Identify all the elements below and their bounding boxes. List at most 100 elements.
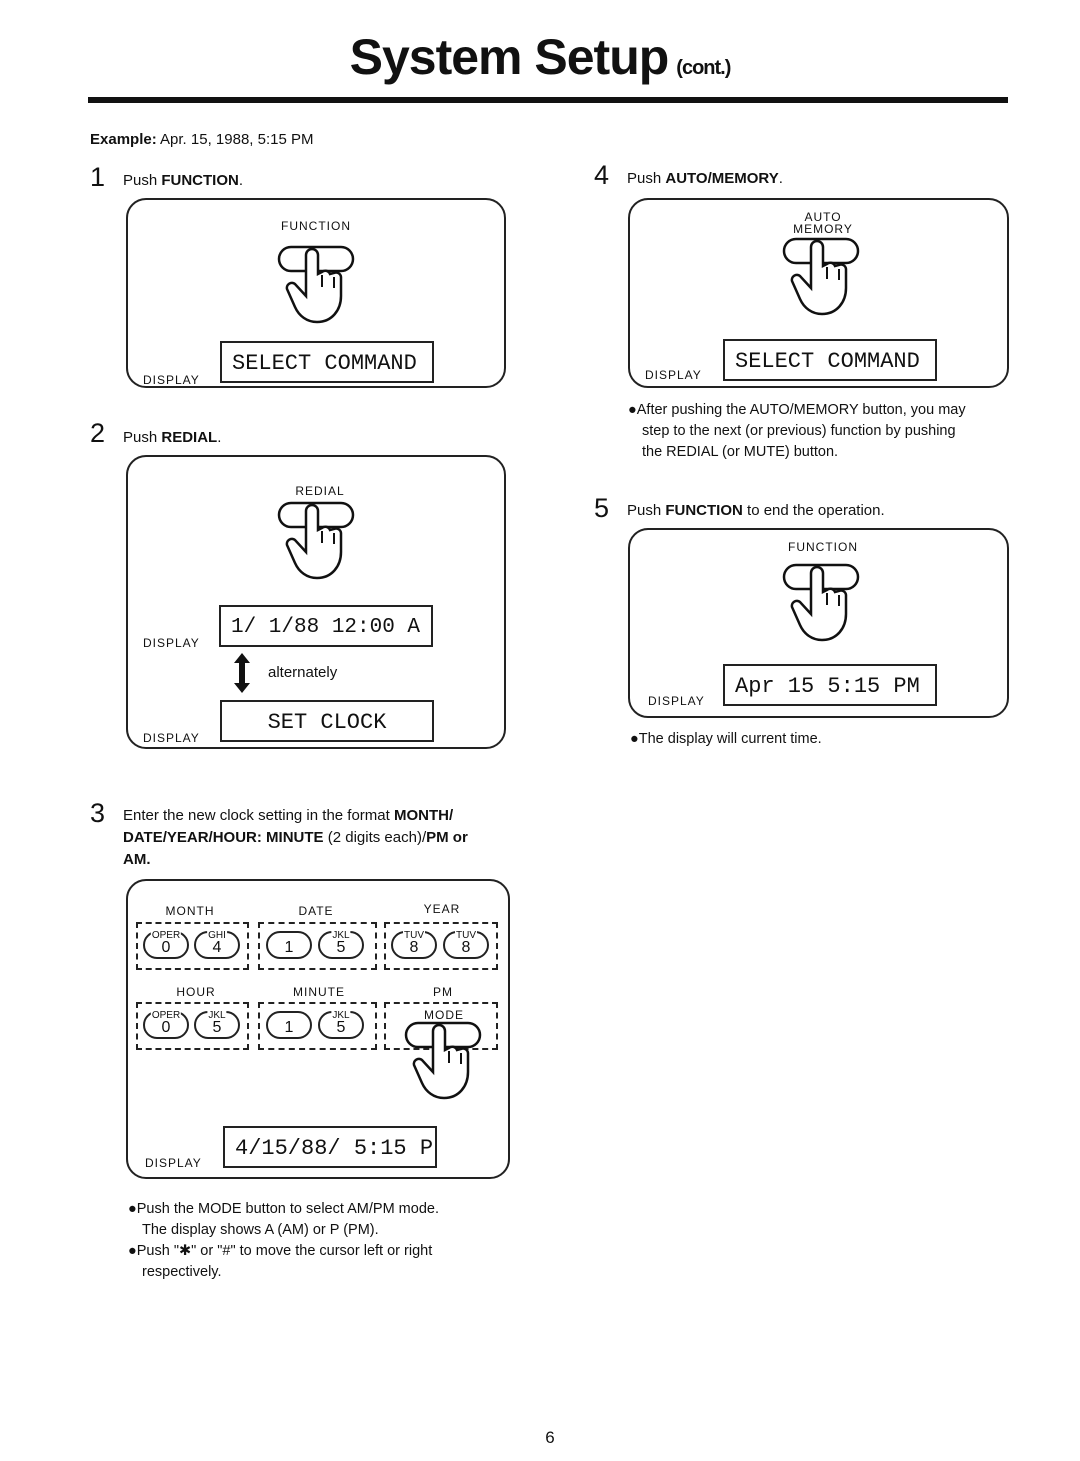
example-line: Example: Apr. 15, 1988, 5:15 PM (90, 131, 313, 148)
key-digit: 8 (409, 939, 419, 956)
date-group (258, 922, 377, 970)
step2-display-a: 1/ 1/88 12:00 A (219, 605, 433, 647)
step1-display: SELECT COMMAND (220, 341, 434, 383)
step2-panel (126, 455, 506, 749)
key-letters: TUV (455, 930, 477, 941)
step3-note: ●Push the MODE button to select AM/PM mo… (128, 1201, 439, 1217)
step3-display-label: DISPLAY (145, 1156, 202, 1170)
step2-key-label: REDIAL (295, 484, 345, 498)
step3-note: respectively. (142, 1264, 222, 1280)
step4-notes: ●After pushing the AUTO/MEMORY button, y… (628, 400, 1028, 463)
step3-text-2b: (2 digits each)/ (323, 829, 427, 846)
step1-button-name: FUNCTION (161, 172, 239, 189)
step2-display-label-a: DISPLAY (143, 636, 200, 650)
step2-button-name: REDIAL (161, 429, 218, 446)
step5-instruction: Push FUNCTION to end the operation. (627, 502, 885, 519)
step5-key-label: FUNCTION (788, 540, 858, 554)
step4-key-label: AUTO MEMORY (778, 211, 868, 235)
example-label: Example: (90, 131, 157, 148)
step4-panel (628, 198, 1009, 388)
key-1[interactable]: 1 (266, 1011, 312, 1039)
step3-note: The display shows A (AM) or P (PM). (142, 1222, 379, 1238)
step2-suffix: . (217, 429, 222, 446)
title-suffix: (cont.) (676, 57, 731, 79)
step5-note: ●The display will current time. (630, 731, 822, 747)
pressing-hand-icon (404, 1021, 482, 1100)
key-digit: 4 (212, 939, 222, 956)
pressing-hand-icon (782, 237, 860, 316)
key-letters: OPER (150, 930, 182, 941)
step3-number: 3 (90, 798, 106, 828)
step5-number: 5 (594, 493, 610, 523)
step2-display-label-b: DISPLAY (143, 731, 200, 745)
step4-note: ●After pushing the AUTO/MEMORY button, y… (628, 402, 966, 418)
step4-suffix: . (778, 170, 783, 187)
step1-suffix: . (238, 172, 244, 189)
mode-label: MODE (414, 1008, 474, 1022)
step5-display-label: DISPLAY (648, 694, 705, 708)
step1-prefix: Push (123, 172, 162, 189)
key-digit: 5 (336, 1019, 346, 1036)
key-1[interactable]: 1 (266, 931, 312, 959)
year-group (384, 922, 498, 970)
step1-instruction: Push FUNCTION. (123, 172, 243, 189)
step4-button-name: AUTO/MEMORY (665, 170, 779, 187)
key-letters: JKL (207, 1010, 227, 1021)
step3-note: ●Push "✱" or "#" to move the cursor left… (128, 1243, 433, 1259)
pressing-hand-icon (782, 563, 860, 642)
step4-note: step to the next (or previous) function … (642, 423, 956, 439)
step1-display-label: DISPLAY (143, 373, 200, 387)
year-label: YEAR (423, 902, 461, 916)
step3-text-3: AM. (123, 851, 151, 868)
step2-prefix: Push (123, 429, 162, 446)
step3-text-1b: MONTH/ (393, 807, 454, 824)
step2-number: 2 (90, 418, 106, 448)
step3-display: 4/15/88/ 5:15 P (223, 1126, 437, 1168)
month-group (136, 922, 249, 970)
step4-note: the REDIAL (or MUTE) button. (642, 444, 839, 460)
key-digit: 0 (161, 939, 171, 956)
key-letters: JKL (331, 1010, 351, 1021)
key-letters: GHI (207, 930, 227, 941)
step5-prefix: Push (627, 502, 666, 519)
step1-number: 1 (90, 162, 106, 192)
step4-display-label: DISPLAY (645, 368, 702, 382)
header-rule (88, 97, 1008, 103)
month-label: MONTH (165, 904, 215, 918)
step4-display: SELECT COMMAND (723, 339, 937, 381)
title-text: System Setup (349, 29, 670, 85)
step4-number: 4 (594, 160, 610, 190)
step5-panel (628, 528, 1009, 718)
step5-notes: ●The display will current time. (630, 729, 1010, 750)
step4-key-label-2: MEMORY (793, 222, 853, 236)
step3-text-2a: DATE/YEAR/HOUR: MINUTE (123, 829, 324, 846)
step1-panel (126, 198, 506, 388)
page-number: 6 (545, 1428, 555, 1447)
key-letters: JKL (331, 930, 351, 941)
step3-text-2c: PM or (426, 829, 468, 846)
hour-label: HOUR (176, 985, 216, 999)
date-label: DATE (298, 904, 334, 918)
page-title: System Setup (cont.) (0, 28, 1080, 86)
step5-button-name: FUNCTION (665, 502, 743, 519)
step2-instruction: Push REDIAL. (123, 429, 221, 446)
step5-suffix: to end the operation. (742, 502, 885, 519)
key-digit: 5 (212, 1019, 222, 1036)
key-digit: 1 (284, 1019, 294, 1036)
step3-notes: ●Push the MODE button to select AM/PM mo… (128, 1199, 508, 1283)
step4-instruction: Push AUTO/MEMORY. (627, 170, 783, 187)
step3-text-1a: Enter the new clock setting in the forma… (123, 807, 394, 824)
key-letters: OPER (150, 1010, 182, 1021)
step3-panel (126, 879, 510, 1179)
pm-label: PM (433, 985, 453, 999)
step2-display-b: SET CLOCK (220, 700, 434, 742)
step5-display: Apr 15 5:15 PM (723, 664, 937, 706)
